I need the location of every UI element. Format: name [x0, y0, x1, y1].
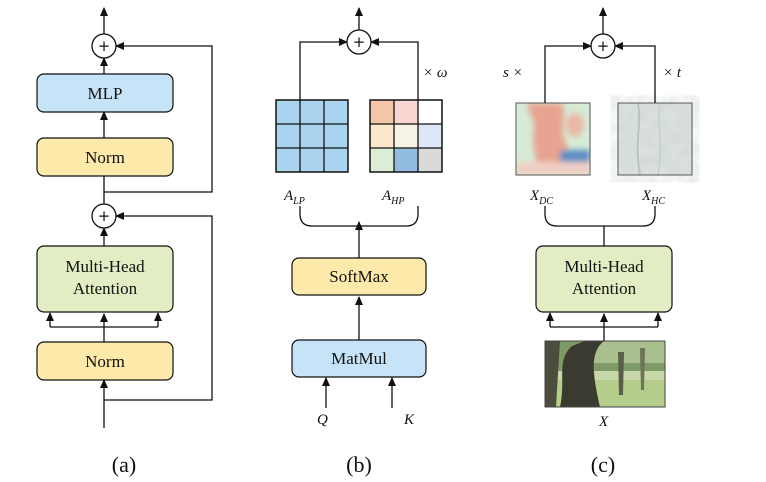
plus-symbol: +: [353, 33, 366, 51]
omega-label: × ω: [423, 65, 447, 81]
norm-bottom-label: Norm: [85, 352, 125, 371]
caption-b: (b): [346, 452, 372, 477]
mlp-label: MLP: [88, 84, 123, 103]
s-label: s ×: [503, 65, 523, 81]
softmax-label: SoftMax: [329, 267, 389, 286]
attention-label-line2: Attention: [73, 279, 138, 298]
plus-symbol: +: [597, 37, 610, 55]
input-image-frame: [544, 340, 666, 408]
a-lp-label: ALP: [283, 188, 305, 207]
norm-bottom-box: [36, 341, 174, 381]
dc-merge-line: [544, 42, 592, 103]
norm-top-box: [36, 137, 174, 177]
split-brace: [544, 206, 656, 227]
panel-a: Norm Multi-Head Attention + Norm MLP + (…: [36, 7, 213, 477]
attention-label-line1: Multi-Head: [564, 257, 644, 276]
residual-upper: [104, 42, 213, 193]
a-hp-grid: [369, 99, 443, 173]
attention-label-line1: Multi-Head: [65, 257, 145, 276]
hp-merge-line: [370, 38, 419, 100]
input-image: [545, 341, 665, 407]
attention-box: [36, 245, 174, 313]
q-label: Q: [317, 412, 328, 428]
lp-merge-line: [299, 38, 348, 100]
norm-top-label: Norm: [85, 148, 125, 167]
residual-lower: [104, 212, 213, 401]
t-label: × t: [663, 65, 682, 81]
caption-c: (c): [591, 452, 615, 477]
x-dc-frame: [515, 102, 591, 176]
plus-symbol: +: [98, 207, 111, 225]
x-dc-label: XDC: [529, 188, 553, 207]
attention-label-line2: Attention: [572, 279, 637, 298]
x-label: X: [598, 414, 609, 430]
a-lp-grid: [275, 99, 349, 173]
a-hp-label: AHP: [381, 188, 405, 207]
split-brace: [299, 206, 419, 227]
hc-merge-line: [614, 42, 656, 103]
x-hc-label: XHC: [641, 188, 665, 207]
k-label: K: [403, 412, 415, 428]
matmul-label: MatMul: [331, 349, 387, 368]
mlp-box: [36, 73, 174, 113]
panel-b: Q K MatMul SoftMax ALP AHP: [275, 7, 447, 477]
plus-symbol: +: [98, 37, 111, 55]
x-hc-image: [618, 102, 692, 176]
x-dc-image: [516, 103, 590, 175]
caption-a: (a): [112, 452, 136, 477]
panel-c: X Multi-Head Attention XDC XHC: [503, 7, 693, 477]
